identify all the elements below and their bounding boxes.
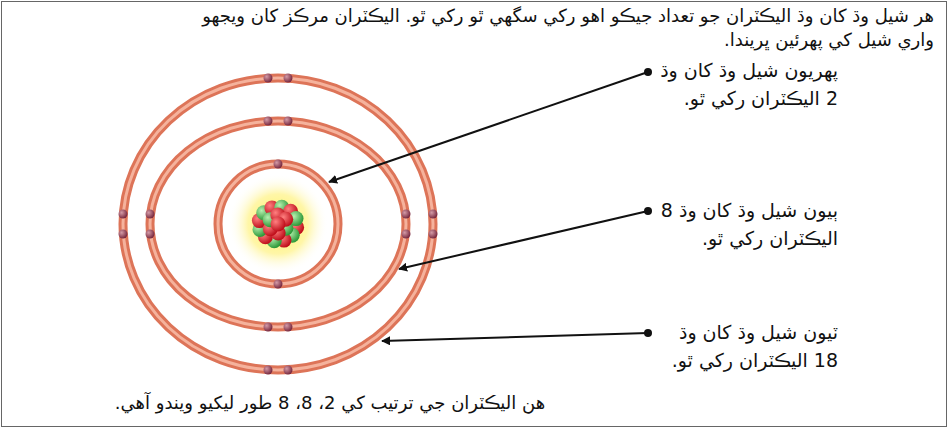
electron [119, 210, 128, 219]
electron [274, 280, 283, 289]
electron [284, 74, 293, 83]
nucleus-glow [228, 174, 328, 274]
shell-ring [150, 121, 406, 327]
electron [402, 230, 411, 239]
leader-dot [644, 329, 652, 337]
shell-label: ٽيون شيل وڌ کان وڌ 18 اليڪٽران رکي ٿو. [660, 318, 838, 374]
heading-note: هر شيل وڌ کان وڌ اليڪٽران جو تعداد جيڪو … [164, 4, 934, 52]
leader-arrow [382, 333, 648, 341]
electrons [119, 74, 438, 375]
leader-arrow [399, 211, 648, 269]
shell-ring [218, 164, 338, 284]
leader-dot [644, 207, 652, 215]
electron [119, 230, 128, 239]
nucleon [271, 217, 286, 232]
electron [429, 210, 438, 219]
shell-ring [150, 121, 406, 327]
electron [264, 366, 273, 375]
electron [146, 230, 155, 239]
leader-lines [329, 68, 652, 341]
electron [284, 117, 293, 126]
electron [429, 230, 438, 239]
leader-arrow [329, 72, 648, 182]
electron [264, 117, 273, 126]
electron [264, 74, 273, 83]
electron [146, 210, 155, 219]
electron [402, 210, 411, 219]
shell-label: ٻيون شيل وڌ کان وڌ 8 اليڪٽران رکي ٿو. [660, 196, 838, 252]
electron [274, 160, 283, 169]
leader-dot [644, 68, 652, 76]
shell-ring [123, 78, 433, 370]
electron [264, 323, 273, 332]
shell-ring [218, 164, 338, 284]
nucleus [252, 200, 304, 248]
electron [284, 366, 293, 375]
shells [123, 78, 433, 370]
caption: هن اليڪٽران جي ترتيب کي 2، 8، 8 طور ليکي… [60, 390, 600, 416]
electron [284, 323, 293, 332]
shell-ring [123, 78, 433, 370]
shell-label: پهريون شيل وڌ کان وڌ 2 اليڪٽران رکي ٿو. [660, 56, 838, 112]
